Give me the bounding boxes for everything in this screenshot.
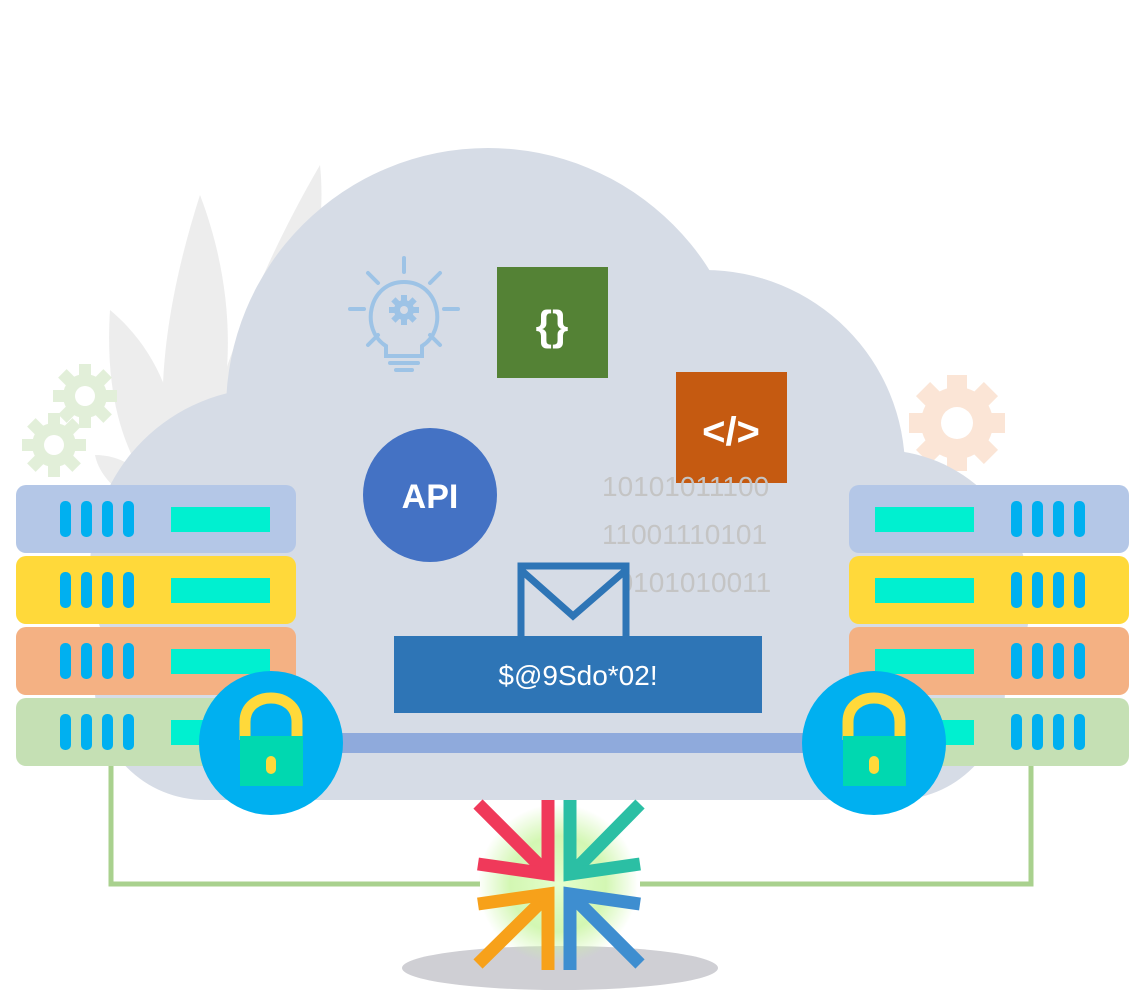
envelope-icon	[517, 562, 630, 644]
gear-icon	[909, 375, 1005, 471]
gear-icon	[22, 364, 117, 477]
code-tag-icon	[676, 372, 787, 483]
json-box: {}	[497, 267, 608, 378]
password-text: $@9Sdo*02!	[498, 660, 657, 691]
password-bar: $@9Sdo*02!	[394, 636, 762, 713]
api-label: API	[402, 478, 459, 516]
server-rack-icon	[849, 556, 1129, 624]
padlock-icon	[199, 671, 343, 815]
server-rack-icon	[16, 556, 296, 624]
server-rack-icon	[16, 627, 296, 695]
converging-arrows-icon	[473, 799, 645, 970]
server-rack-icon	[849, 627, 1129, 695]
binary-text: 10101011100 11001110101 00101010011	[602, 471, 771, 598]
padlock-icon	[802, 671, 946, 815]
network-link-bar	[330, 733, 810, 753]
json-label: {}	[536, 302, 569, 349]
api-badge-icon: API	[363, 428, 497, 562]
lightbulb-gear-icon	[348, 256, 460, 372]
connector-lines	[108, 766, 1034, 887]
server-rack-icon	[849, 485, 1129, 553]
binary-line: 00101010011	[602, 567, 771, 598]
curly-braces-icon	[497, 267, 608, 378]
binary-line: 10101011100	[602, 471, 769, 502]
binary-line: 11001110101	[602, 519, 767, 550]
code-label: </>	[702, 410, 760, 454]
gear-icon	[389, 295, 419, 325]
server-rack-icon	[16, 485, 296, 553]
code-box: </>	[676, 372, 787, 483]
